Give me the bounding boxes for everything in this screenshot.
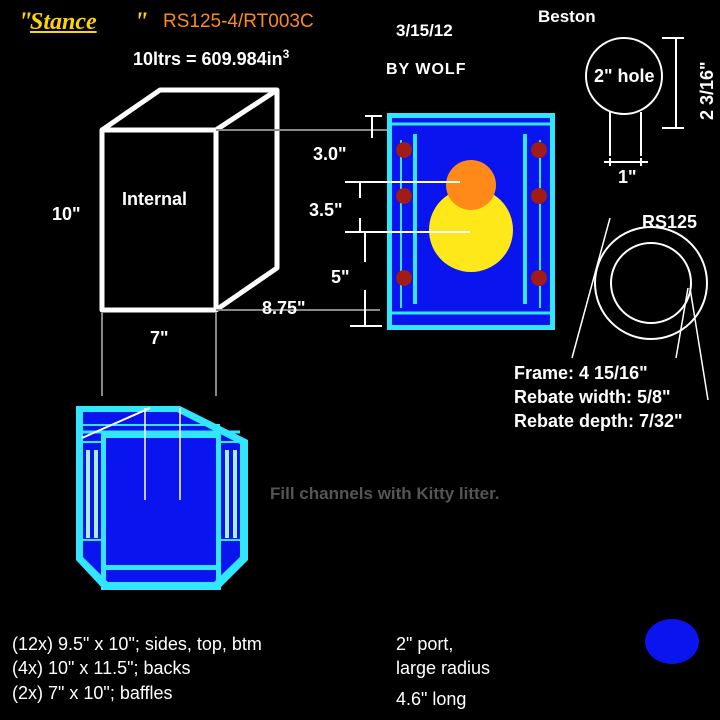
- port-width-label: 1": [618, 167, 637, 187]
- height-dimension: 10": [52, 204, 81, 224]
- cut-list-item: (12x) 9.5" x 10"; sides, top, btm: [12, 634, 262, 654]
- front-dim-bottom: 5": [331, 267, 350, 287]
- page-title: Stance: [30, 9, 97, 35]
- depth-dimension: 8.75": [262, 298, 306, 318]
- title-open-quote: ": [18, 7, 33, 36]
- width-dimension: 7": [150, 328, 169, 348]
- driver-outline: [571, 217, 709, 401]
- model-label: RS125-4/RT003C: [163, 11, 314, 32]
- fill-note: Fill channels with Kitty litter.: [270, 484, 500, 503]
- port-spec-line: 4.6" long: [396, 689, 467, 709]
- port-hole-label: 2" hole: [594, 66, 655, 86]
- front-dim-top: 3.0": [313, 144, 347, 164]
- driver-rebate-depth-label: Rebate depth: 7/32": [514, 411, 683, 431]
- volume-label: 10ltrs = 609.984in3: [133, 47, 290, 69]
- port-spec-line: 2" port,: [396, 634, 454, 654]
- cut-list-item: (4x) 10" x 11.5"; backs: [12, 658, 191, 678]
- port-spec-line: large radius: [396, 658, 491, 678]
- port-depth-label: 2 3/16": [697, 61, 717, 120]
- front-baffle-view: [387, 113, 555, 330]
- title-close-quote: ": [134, 7, 149, 36]
- driver-frame-label: Frame: 4 15/16": [514, 363, 648, 383]
- port-opening: [446, 160, 496, 210]
- front-dim-mid: 3.5": [309, 200, 343, 220]
- mounting-bolts: [396, 142, 547, 286]
- date-label: 3/15/12: [396, 21, 453, 40]
- internal-box-drawing: [99, 87, 280, 313]
- front-dimension-lines: [345, 115, 470, 327]
- woofer-cone: [429, 188, 513, 272]
- port-detail: [585, 37, 684, 166]
- brand-label: Beston: [538, 7, 596, 26]
- plan-view: [76, 406, 248, 590]
- internal-label: Internal: [122, 189, 188, 209]
- driver-model-label: RS125: [642, 212, 698, 232]
- cut-list-item: (2x) 7" x 10"; baffles: [12, 683, 173, 703]
- blue-dot-marker: [645, 619, 699, 664]
- driver-rebate-width-label: Rebate width: 5/8": [514, 387, 671, 407]
- signature: BY WOLF: [386, 61, 467, 78]
- box-dimension-lines: [101, 129, 395, 396]
